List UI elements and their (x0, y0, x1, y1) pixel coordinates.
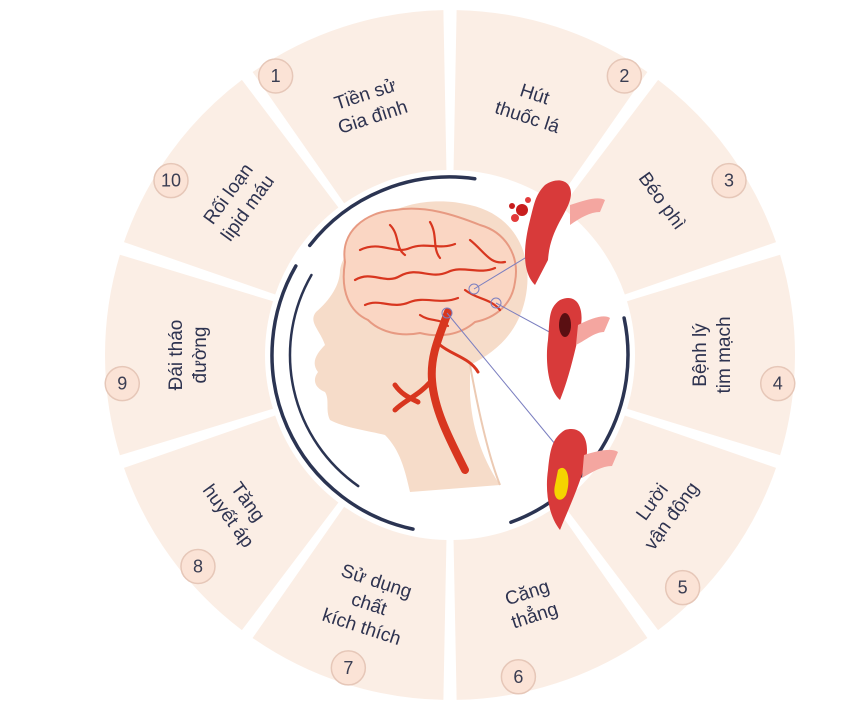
risk-segment-8 (123, 415, 339, 631)
risk-segment-7 (252, 506, 447, 700)
ring-arcs (270, 175, 630, 531)
artery-rupture-icon (509, 180, 605, 285)
risk-segment-4 (627, 254, 796, 456)
ring-arc-top (307, 175, 477, 248)
number-text-8: 8 (193, 556, 203, 576)
number-text-4: 4 (773, 374, 783, 394)
artery-clot-icon (546, 298, 610, 400)
ring-arc-inner-left (288, 273, 360, 488)
number-badge-7: 7 (330, 650, 367, 686)
number-badges: 1 2 3 4 5 6 7 8 9 10 (104, 58, 796, 695)
ring-arc-bottom-left (270, 264, 415, 531)
number-text-3: 3 (724, 171, 734, 191)
number-text-7: 7 (343, 658, 353, 678)
segment-layer (105, 10, 796, 700)
number-badge-8: 8 (180, 548, 216, 585)
callout-lines (441, 254, 561, 451)
risk-segment-5 (561, 415, 777, 631)
risk-segment-1 (252, 10, 447, 204)
carotid-artery-icon (392, 308, 480, 474)
number-badge-2: 2 (606, 58, 643, 94)
number-badge-9: 9 (104, 365, 141, 402)
number-badge-5: 5 (664, 569, 701, 606)
risk-segment-3 (561, 79, 777, 295)
risk-segment-6 (453, 506, 648, 700)
number-text-2: 2 (619, 66, 629, 86)
number-text-9: 9 (117, 374, 127, 394)
number-badge-6: 6 (500, 659, 537, 695)
number-badge-10: 10 (153, 162, 189, 199)
number-text-1: 1 (271, 66, 281, 86)
risk-segment-2 (453, 10, 648, 204)
number-badge-4: 4 (759, 365, 796, 402)
number-badge-1: 1 (257, 58, 294, 94)
number-badge-3: 3 (711, 162, 747, 199)
number-text-5: 5 (678, 578, 688, 598)
number-text-6: 6 (513, 667, 523, 687)
neck-shading (469, 364, 501, 486)
risk-segment-10 (123, 79, 339, 295)
risk-segment-9 (105, 254, 273, 456)
center-illustration (270, 175, 630, 531)
number-text-10: 10 (161, 171, 181, 191)
artery-plaque-icon (546, 429, 618, 530)
ring-arc-right (509, 316, 630, 525)
